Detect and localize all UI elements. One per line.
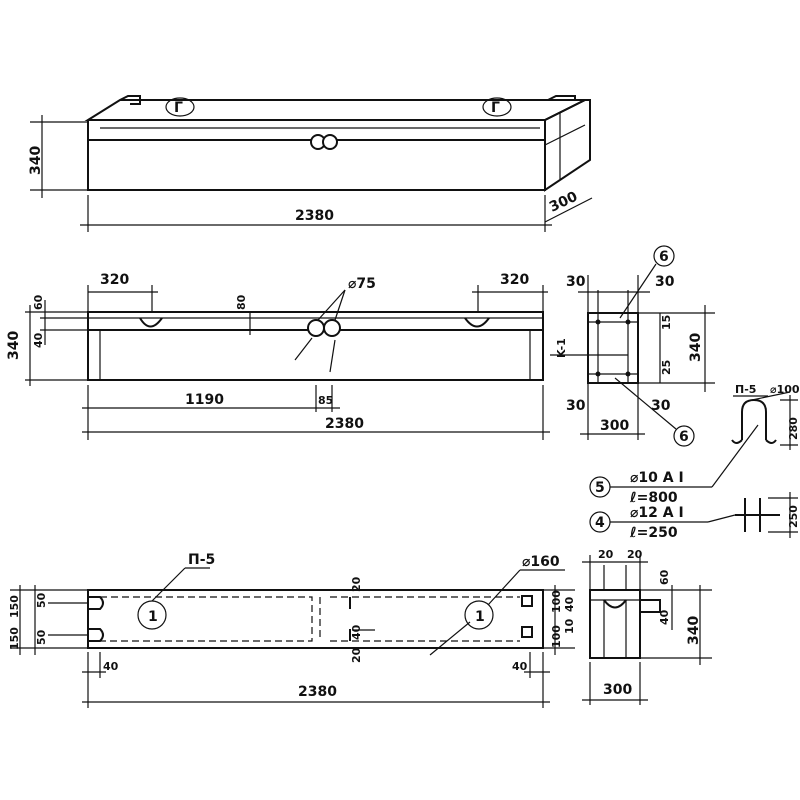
front-length-dim: 2380 bbox=[325, 416, 364, 432]
hole-dia: ⌀75 bbox=[348, 276, 376, 292]
sec-width-dim: 300 bbox=[600, 418, 629, 434]
dim-20b: 20 bbox=[350, 647, 363, 663]
bar4-spec: ⌀12 А I bbox=[630, 505, 684, 521]
callout-5: 5 bbox=[595, 480, 605, 496]
bar4-dim: 250 bbox=[787, 505, 800, 528]
bar5-spec: ⌀10 А I bbox=[630, 470, 684, 486]
sec-dim-25: 25 bbox=[660, 360, 673, 375]
dim-10: 10 bbox=[563, 618, 576, 634]
sec-dim-bot-left: 30 bbox=[566, 398, 586, 414]
loop-label: П-5 bbox=[735, 383, 756, 396]
bar5-length: ℓ=800 bbox=[629, 490, 678, 506]
dim-40: 40 bbox=[32, 332, 45, 348]
mark-left: Г bbox=[174, 100, 183, 116]
dim-150b: 150 bbox=[8, 627, 21, 650]
iso-height-dim: 340 bbox=[28, 146, 44, 175]
callout-6-top: 6 bbox=[659, 249, 669, 265]
sec-dim-15: 15 bbox=[660, 315, 673, 330]
plan-view: 1 1 П-5 ⌀160 150 150 50 50 20 40 20 100 … bbox=[8, 552, 576, 708]
end-dim-60: 60 bbox=[658, 569, 671, 585]
end-view: 20 20 340 60 40 300 bbox=[582, 548, 712, 705]
plan-loop-label: П-5 bbox=[188, 552, 215, 568]
end-dim-40: 40 bbox=[658, 609, 671, 625]
dim-50b: 50 bbox=[35, 629, 48, 645]
end-width-dim: 300 bbox=[603, 682, 632, 698]
dim-50a: 50 bbox=[35, 592, 48, 608]
rebar-details: П-5 ⌀100 280 5 ⌀10 А I ℓ=800 4 ⌀12 А I ℓ… bbox=[589, 383, 800, 541]
dim-100b: 100 bbox=[550, 625, 563, 648]
iso-length-dim: 2380 bbox=[295, 208, 334, 224]
sec-dim-top-right: 30 bbox=[655, 274, 675, 290]
dim-100a: 100 bbox=[550, 590, 563, 613]
end-height-dim: 340 bbox=[686, 616, 702, 645]
plan-hole-dia: ⌀160 bbox=[522, 554, 560, 570]
dim-40rr: 40 bbox=[512, 660, 528, 673]
front-elevation: ⌀75 320 320 80 340 60 40 1190 85 2380 bbox=[6, 272, 550, 440]
dim-150a: 150 bbox=[8, 595, 21, 618]
loop-height: 280 bbox=[787, 417, 800, 440]
callout-4: 4 bbox=[595, 515, 605, 531]
sec-dim-top-left: 30 bbox=[566, 274, 586, 290]
section-kk: K-1 30 30 6 6 340 15 25 30 30 300 bbox=[550, 245, 715, 447]
isometric-view: Г Г 340 2380 300 bbox=[28, 95, 593, 232]
dim-20a: 20 bbox=[350, 576, 363, 592]
left-offset-dim: 320 bbox=[100, 272, 129, 288]
plan-callout-left: 1 bbox=[148, 609, 158, 625]
sec-dim-bot-right: 30 bbox=[651, 398, 671, 414]
dim-40c: 40 bbox=[350, 624, 363, 640]
sec-height-dim: 340 bbox=[688, 333, 704, 362]
iso-depth-dim: 300 bbox=[547, 189, 580, 216]
front-height-dim: 340 bbox=[6, 331, 22, 360]
end-dim-20r: 20 bbox=[627, 548, 643, 561]
section-label: K-1 bbox=[555, 338, 568, 358]
center-dim: 1190 bbox=[185, 392, 224, 408]
hole-gap-dim: 85 bbox=[318, 394, 333, 407]
right-offset-dim: 320 bbox=[500, 272, 529, 288]
callout-6-bottom: 6 bbox=[679, 429, 689, 445]
end-dim-20l: 20 bbox=[598, 548, 614, 561]
slot-depth-dim: 80 bbox=[235, 294, 248, 310]
loop-dia: ⌀100 bbox=[770, 383, 800, 396]
dim-40l: 40 bbox=[103, 660, 119, 673]
mark-right: Г bbox=[491, 100, 500, 116]
dim-60: 60 bbox=[32, 294, 45, 310]
plan-length-dim: 2380 bbox=[298, 684, 337, 700]
plan-callout-right: 1 bbox=[475, 609, 485, 625]
dim-40r: 40 bbox=[563, 596, 576, 612]
bar4-length: ℓ=250 bbox=[629, 525, 678, 541]
